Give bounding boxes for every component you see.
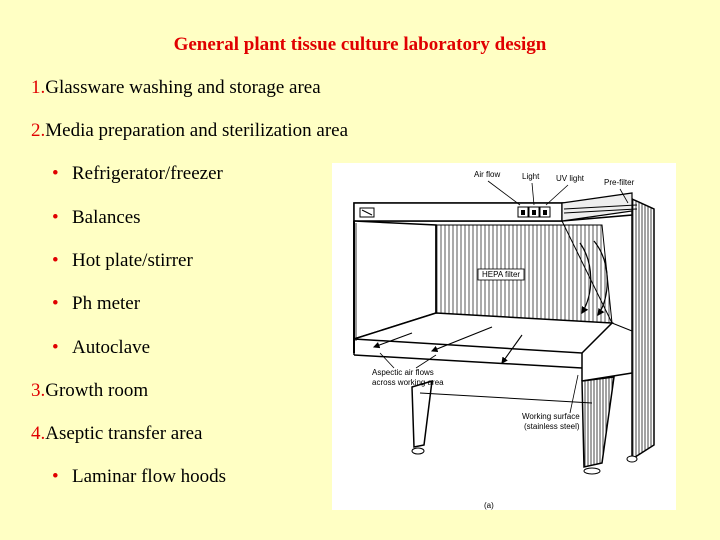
sub-item-text: Balances (72, 207, 141, 228)
sub-item-text: Autoclave (72, 337, 151, 358)
bullet-icon: • (52, 250, 59, 271)
sub-item: • Hot plate/stirrer (52, 250, 193, 272)
list-item-3: 3.Growth room (31, 380, 148, 402)
top-housing (353, 192, 638, 222)
list-item-1: 1.Glassware washing and storage area (31, 77, 321, 99)
laminar-flow-hood-diagram: HEPA filter (332, 163, 676, 510)
item-number: 3. (31, 380, 46, 401)
bullet-icon: • (52, 163, 59, 184)
list-item-2: 2.Media preparation and sterilization ar… (31, 120, 348, 142)
item-text: Aseptic transfer area (45, 423, 203, 444)
sub-item-text: Ph meter (72, 293, 141, 314)
item-number: 2. (31, 120, 46, 141)
side-wall (631, 197, 655, 461)
sub-item-text: Hot plate/stirrer (72, 250, 193, 271)
stand (411, 376, 638, 475)
item-text: Glassware washing and storage area (45, 77, 321, 98)
bullet-icon: • (52, 293, 59, 314)
sub-item-text: Refrigerator/freezer (72, 163, 223, 184)
sub-item: • Laminar flow hoods (52, 466, 226, 488)
label-air-flow: Air flow (474, 170, 500, 179)
item-number: 1. (31, 77, 46, 98)
label-pre-filter: Pre-filter (604, 178, 635, 187)
bullet-icon: • (52, 466, 59, 487)
item-text: Media preparation and sterilization area (45, 120, 349, 141)
bullet-icon: • (52, 337, 59, 358)
label-working-surface: Working surface (522, 412, 580, 421)
label-uv-light: UV light (556, 174, 585, 183)
label-hepa-filter: HEPA filter (482, 270, 520, 279)
hepa-filter: HEPA filter (435, 224, 613, 324)
label-aseptic-flows: Aspectic air flows (372, 368, 434, 377)
airflow-arrows (372, 326, 523, 369)
label-aseptic-area: across working area (372, 378, 444, 387)
hood-drawing: HEPA filter (353, 170, 655, 510)
sub-item-text: Laminar flow hoods (72, 466, 227, 487)
list-item-4: 4.Aseptic transfer area (31, 423, 202, 445)
label-stainless-steel: (stainless steel) (524, 422, 580, 431)
sub-item: • Autoclave (52, 337, 150, 359)
item-text: Growth room (45, 380, 149, 401)
work-chamber (353, 220, 633, 382)
sub-item: • Ph meter (52, 293, 140, 315)
figure-caption: (a) (484, 501, 494, 510)
item-number: 4. (31, 423, 46, 444)
sub-item: • Refrigerator/freezer (52, 163, 223, 185)
sub-item: • Balances (52, 207, 141, 229)
label-light: Light (522, 172, 540, 181)
slide-title: General plant tissue culture laboratory … (173, 34, 547, 55)
bullet-icon: • (52, 207, 59, 228)
